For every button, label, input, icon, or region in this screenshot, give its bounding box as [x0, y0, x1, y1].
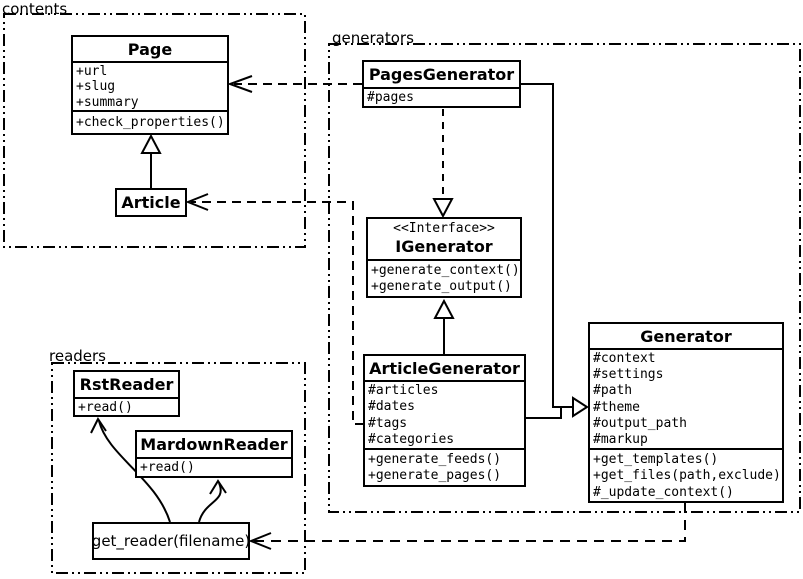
class-box-rstreader: RstReader +read(): [73, 370, 180, 417]
class-methods-igenerator: +generate_context() +generate_output(): [368, 259, 520, 296]
class-methods-page: +check_properties(): [73, 110, 227, 133]
dependency-generator-to-get-reader: [248, 503, 686, 550]
class-attributes-pagesgenerator: #pages: [364, 87, 519, 106]
package-frame-contents: [3, 13, 306, 248]
dependency-articlegenerator-to-article: [185, 193, 364, 425]
class-box-markdownreader: MardownReader +read(): [135, 430, 293, 478]
attribute: #context: [593, 351, 656, 367]
attribute: #tags: [368, 415, 408, 431]
class-title-pagesgenerator: PagesGenerator: [368, 65, 515, 84]
method: +generate_feeds(): [368, 451, 502, 467]
class-methods-generator: +get_templates() +get_files(path,exclude…: [590, 448, 782, 501]
class-attributes-page: +url +slug +summary: [73, 61, 227, 110]
class-stereotype-igenerator: <<Interface>>: [393, 221, 495, 236]
class-box-articlegenerator: ArticleGenerator #articles #dates #tags …: [363, 354, 526, 487]
attribute: #pages: [367, 90, 414, 105]
method: +generate_output(): [371, 279, 512, 295]
method: #_update_context(): [593, 484, 734, 500]
class-box-generator: Generator #context #settings #path #them…: [588, 322, 784, 503]
package-label-readers: readers: [49, 347, 106, 365]
attribute: +slug: [76, 79, 116, 94]
class-title-articlegenerator: ArticleGenerator: [369, 358, 520, 378]
class-title-article: Article: [121, 193, 181, 212]
class-title-page: Page: [127, 39, 173, 59]
attribute: #markup: [593, 431, 648, 447]
package-frame-generators: [328, 43, 801, 513]
dependency-pagesgenerator-to-page: [227, 75, 362, 93]
class-header-igenerator: <<Interface>> IGenerator: [368, 219, 520, 259]
class-box-pagesgenerator: PagesGenerator #pages: [362, 60, 521, 108]
attribute: #articles: [368, 383, 439, 399]
realization-pagesgenerator-to-igenerator: [432, 109, 454, 219]
class-methods-rstreader: +read(): [75, 397, 178, 415]
function-box-get-reader: get_reader(filename): [92, 522, 250, 560]
class-box-page: Page +url +slug +summary +check_properti…: [71, 35, 229, 135]
generalization-articlegenerator-to-igenerator: [433, 298, 455, 354]
arrow-get-reader-to-rstreader: [90, 417, 171, 523]
class-methods-markdownreader: +read(): [137, 457, 291, 476]
attribute: #output_path: [593, 415, 687, 431]
method: +get_templates(): [593, 451, 719, 467]
class-box-igenerator: <<Interface>> IGenerator +generate_conte…: [366, 217, 522, 298]
arrow-get-reader-to-markdownreader: [198, 479, 227, 523]
attribute: #theme: [593, 399, 640, 415]
class-attributes-generator: #context #settings #path #theme #output_…: [590, 348, 782, 448]
package-label-generators: generators: [332, 29, 414, 47]
attribute: +url: [76, 63, 108, 79]
attribute: #dates: [368, 399, 415, 415]
attribute: #path: [593, 383, 633, 399]
method: +read(): [78, 399, 133, 415]
class-box-article: Article: [115, 188, 187, 217]
method: +generate_context(): [371, 262, 520, 278]
class-title-generator: Generator: [640, 326, 732, 346]
method: +check_properties(): [76, 115, 225, 130]
class-title-igenerator: IGenerator: [395, 237, 493, 256]
method: +read(): [140, 460, 195, 475]
package-frame-readers: [51, 362, 306, 574]
function-label-get-reader: get_reader(filename): [91, 532, 251, 550]
class-methods-articlegenerator: +generate_feeds() +generate_pages(): [365, 448, 524, 485]
generalization-article-to-page: [140, 133, 162, 188]
class-title-markdownreader: MardownReader: [140, 435, 288, 454]
package-label-contents: contents: [2, 0, 68, 18]
generalization-articlegenerator-to-generator: [526, 396, 589, 419]
class-attributes-articlegenerator: #articles #dates #tags #categories: [365, 380, 524, 448]
method: +generate_pages(): [368, 468, 502, 484]
attribute: #categories: [368, 431, 455, 447]
generalization-pagesgenerator-to-generator: [520, 83, 573, 408]
class-title-rstreader: RstReader: [79, 375, 174, 394]
attribute: #settings: [593, 367, 664, 383]
attribute: +summary: [76, 94, 139, 110]
method: +get_files(path,exclude): [593, 468, 781, 483]
